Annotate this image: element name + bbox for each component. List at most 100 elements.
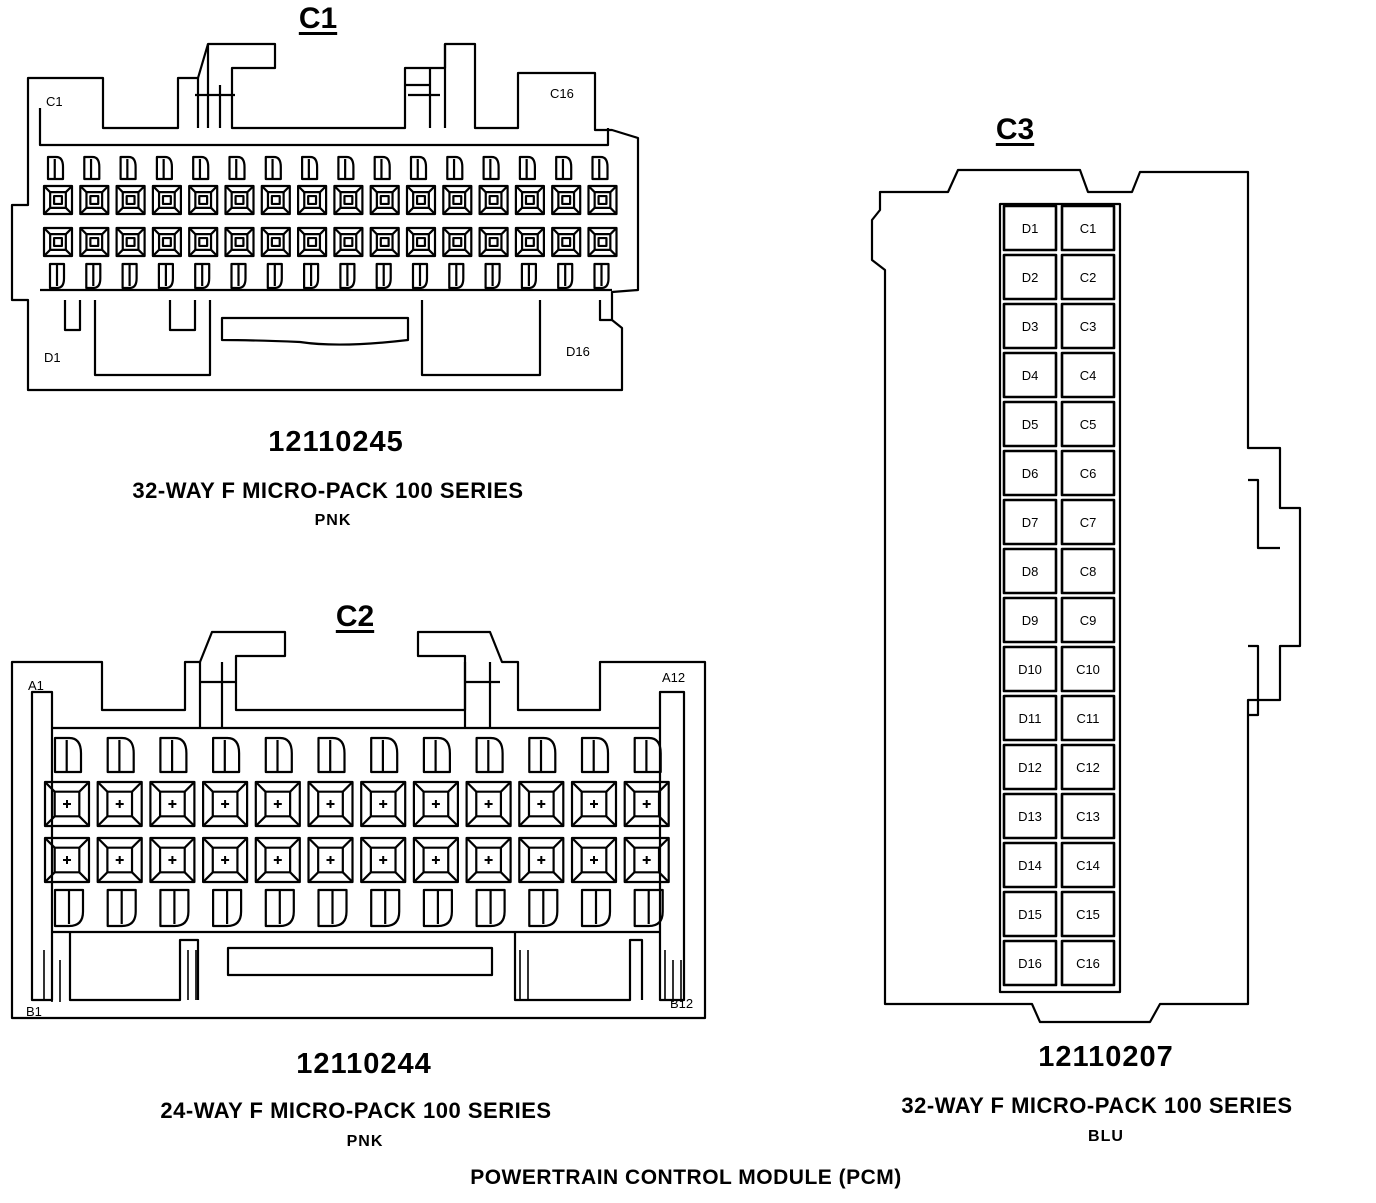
c1-part-number: 12110245	[268, 426, 404, 458]
c1-cavity-top	[264, 155, 282, 181]
c1-corner-label-top-left: C1	[46, 94, 63, 109]
c2-cavity-square	[412, 780, 459, 828]
c3-pin-label: C1	[1080, 221, 1097, 236]
c3-pin-label: C4	[1080, 368, 1097, 383]
c1-cavity-square	[369, 184, 400, 216]
c2-cavity-top	[212, 736, 241, 774]
c1-cavity-bottom	[48, 262, 66, 290]
c1-cavity-top	[482, 155, 500, 181]
c3-pin-cell: C11	[1060, 694, 1116, 742]
c2-cavity-square	[623, 780, 670, 828]
c2-corner-label-bottom-right: B12	[670, 996, 693, 1011]
c1-cavity-square	[297, 184, 328, 216]
c3-pin-label: D2	[1022, 270, 1039, 285]
c3-pin-cell: C10	[1060, 645, 1116, 693]
c3-pin-cell: D2	[1002, 253, 1058, 301]
c3-pin-label: D7	[1022, 515, 1039, 530]
c1-cavity-bottom	[593, 262, 610, 290]
c3-pin-label: C12	[1076, 760, 1100, 775]
c3-pin-cell: C14	[1060, 841, 1116, 889]
c1-cavity-square	[260, 226, 291, 258]
c2-cavity-top	[53, 736, 83, 774]
c1-cavity-square	[369, 226, 400, 258]
c3-color: BLU	[1088, 1128, 1124, 1145]
c2-cavity-square	[465, 780, 512, 828]
c1-cavity-top	[228, 155, 246, 181]
c3-pin-label: C15	[1076, 907, 1100, 922]
c1-cavity-square	[551, 184, 582, 216]
c2-cavity-bottom	[370, 888, 401, 928]
c2-cavity-top	[159, 736, 188, 774]
c2-cavity-square	[570, 780, 618, 828]
c3-pin-label: D15	[1018, 907, 1042, 922]
c2-cavity-grid	[43, 736, 670, 928]
c3-pin-cell: C1	[1060, 204, 1116, 252]
c1-cavity-square	[297, 226, 328, 258]
c2-cavity-square	[307, 836, 354, 884]
c3-part-number: 12110207	[1038, 1041, 1174, 1073]
c1-cavity-bottom	[484, 262, 501, 290]
c1-color: PNK	[314, 512, 352, 529]
c1-cavity-bottom	[520, 262, 537, 290]
c3-pin-cell: C5	[1060, 400, 1116, 448]
c3-pin-label: C7	[1080, 515, 1097, 530]
c1-connector	[10, 42, 640, 392]
c1-cavity-square	[42, 184, 74, 216]
c3-pin-cell: C9	[1060, 596, 1116, 644]
c3-pin-label: D3	[1022, 319, 1039, 334]
c3-pin-cell: D10	[1002, 645, 1058, 693]
c3-pin-cell: C6	[1060, 449, 1116, 497]
c2-cavity-top	[422, 736, 451, 774]
c3-pin-cell: C12	[1060, 743, 1116, 791]
c3-pin-cell: D12	[1002, 743, 1058, 791]
c1-cavity-square	[587, 184, 618, 216]
c1-description: 32-WAY F MICRO-PACK 100 SERIES	[132, 478, 524, 503]
c3-pin-label: C8	[1080, 564, 1097, 579]
c1-cavity-top	[446, 155, 464, 181]
c1-cavity-top	[518, 155, 536, 181]
c3-pin-label: D4	[1022, 368, 1039, 383]
c1-cavity-square	[405, 226, 437, 258]
c1-cavity-square	[224, 226, 255, 258]
c2-title: C2	[335, 600, 375, 633]
c1-cavity-bottom	[121, 262, 138, 290]
module-title: POWERTRAIN CONTROL MODULE (PCM)	[470, 1166, 902, 1189]
c3-pin-cell: D4	[1002, 351, 1058, 399]
c1-cavity-square	[514, 184, 546, 216]
c3-pin-cell: D5	[1002, 400, 1058, 448]
c2-cavity-bottom	[106, 888, 137, 928]
c1-cavity-square	[442, 226, 473, 258]
c3-pin-cell: D14	[1002, 841, 1058, 889]
c2-cavity-square	[96, 780, 143, 828]
c1-cavity-square	[551, 226, 582, 258]
c3-description: 32-WAY F MICRO-PACK 100 SERIES	[901, 1093, 1293, 1118]
c2-cavity-square	[96, 836, 143, 884]
c2-cavity-square	[43, 780, 91, 828]
c1-cavity-bottom	[303, 262, 320, 290]
c2-housing-outline	[10, 630, 707, 1020]
c1-cavity-square	[260, 184, 291, 216]
c2-cavity-top	[633, 736, 662, 774]
c3-pin-label: C6	[1080, 466, 1097, 481]
c1-cavity-bottom	[375, 262, 392, 290]
c1-cavity-bottom	[157, 262, 174, 290]
c2-cavity-bottom	[159, 888, 190, 928]
c3-pin-label: D1	[1022, 221, 1039, 236]
c1-cavity-top	[83, 155, 101, 181]
c1-cavity-square	[405, 184, 437, 216]
c3-pin-label: C11	[1077, 711, 1100, 726]
c3-pin-label: D12	[1018, 760, 1042, 775]
c1-cavity-grid	[42, 155, 618, 290]
c1-cavity-square	[333, 184, 364, 216]
c3-pin-cell: D9	[1002, 596, 1058, 644]
c2-cavity-bottom	[633, 888, 664, 928]
c2-cavity-top	[106, 736, 135, 774]
c3-pin-label: D6	[1022, 466, 1039, 481]
c2-cavity-square	[570, 836, 618, 884]
c1-cavity-square	[151, 226, 182, 258]
c1-cavity-square	[79, 184, 110, 216]
c1-cavity-square	[188, 184, 219, 216]
c1-cavity-square	[79, 226, 110, 258]
